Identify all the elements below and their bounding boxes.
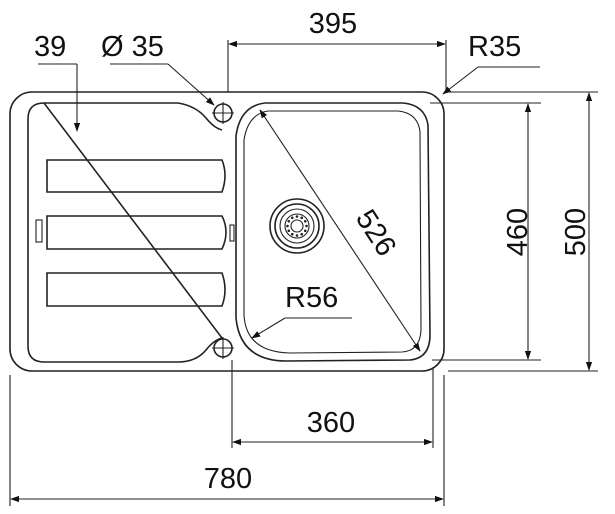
dimension-526-label: 526 <box>349 204 402 262</box>
dimension-39-label: 39 <box>34 31 66 63</box>
strainer-hole <box>287 229 291 233</box>
dimension-360: 360 <box>231 360 434 448</box>
strainer-hole <box>303 229 307 233</box>
strainer-hole <box>290 216 294 220</box>
drainboard-groove-top <box>46 159 226 193</box>
dimension-780: 780 <box>9 375 445 506</box>
tap-hole-top <box>212 102 234 124</box>
strainer-hole <box>295 215 299 218</box>
strainer-hole <box>300 232 304 236</box>
strainer-hole <box>286 224 289 228</box>
strainer-hole <box>295 234 299 237</box>
drain-strainer <box>269 198 325 254</box>
dimension-395: 395 <box>227 8 447 92</box>
dimension-780-label: 780 <box>204 463 252 495</box>
strainer-hole <box>287 219 291 223</box>
dimension-360-label: 360 <box>307 407 355 439</box>
strainer-hole <box>300 216 304 220</box>
groove-tab <box>229 224 235 242</box>
strainer-hole <box>290 232 294 236</box>
dimension-r56: R56 <box>251 282 352 339</box>
dimension-460-label: 460 <box>502 208 534 256</box>
dimension-diameter-35: Ø 35 <box>101 31 215 106</box>
dimension-r35: R35 <box>442 31 540 95</box>
dimension-460: 460 <box>430 102 541 361</box>
dimension-r56-label: R56 <box>285 282 338 314</box>
dimension-r35-label: R35 <box>468 31 521 63</box>
drainboard-groove-bottom <box>46 272 226 307</box>
overflow-slot <box>35 219 43 243</box>
drainboard-outline <box>27 102 224 363</box>
dimension-526: 526 <box>259 109 421 352</box>
strainer-hole <box>305 224 308 228</box>
sink-outer-outline <box>9 91 445 372</box>
dimension-500: 500 <box>448 91 598 372</box>
strainer-hole <box>303 219 307 223</box>
dimension-395-label: 395 <box>309 8 357 40</box>
bowl-outline <box>235 102 431 362</box>
dimension-39: 39 <box>34 31 81 132</box>
tap-hole-bottom <box>212 337 234 359</box>
dimension-500-label: 500 <box>560 208 592 256</box>
drainboard-groove-middle <box>46 215 227 250</box>
dimension-diameter-35-label: Ø 35 <box>101 31 164 63</box>
